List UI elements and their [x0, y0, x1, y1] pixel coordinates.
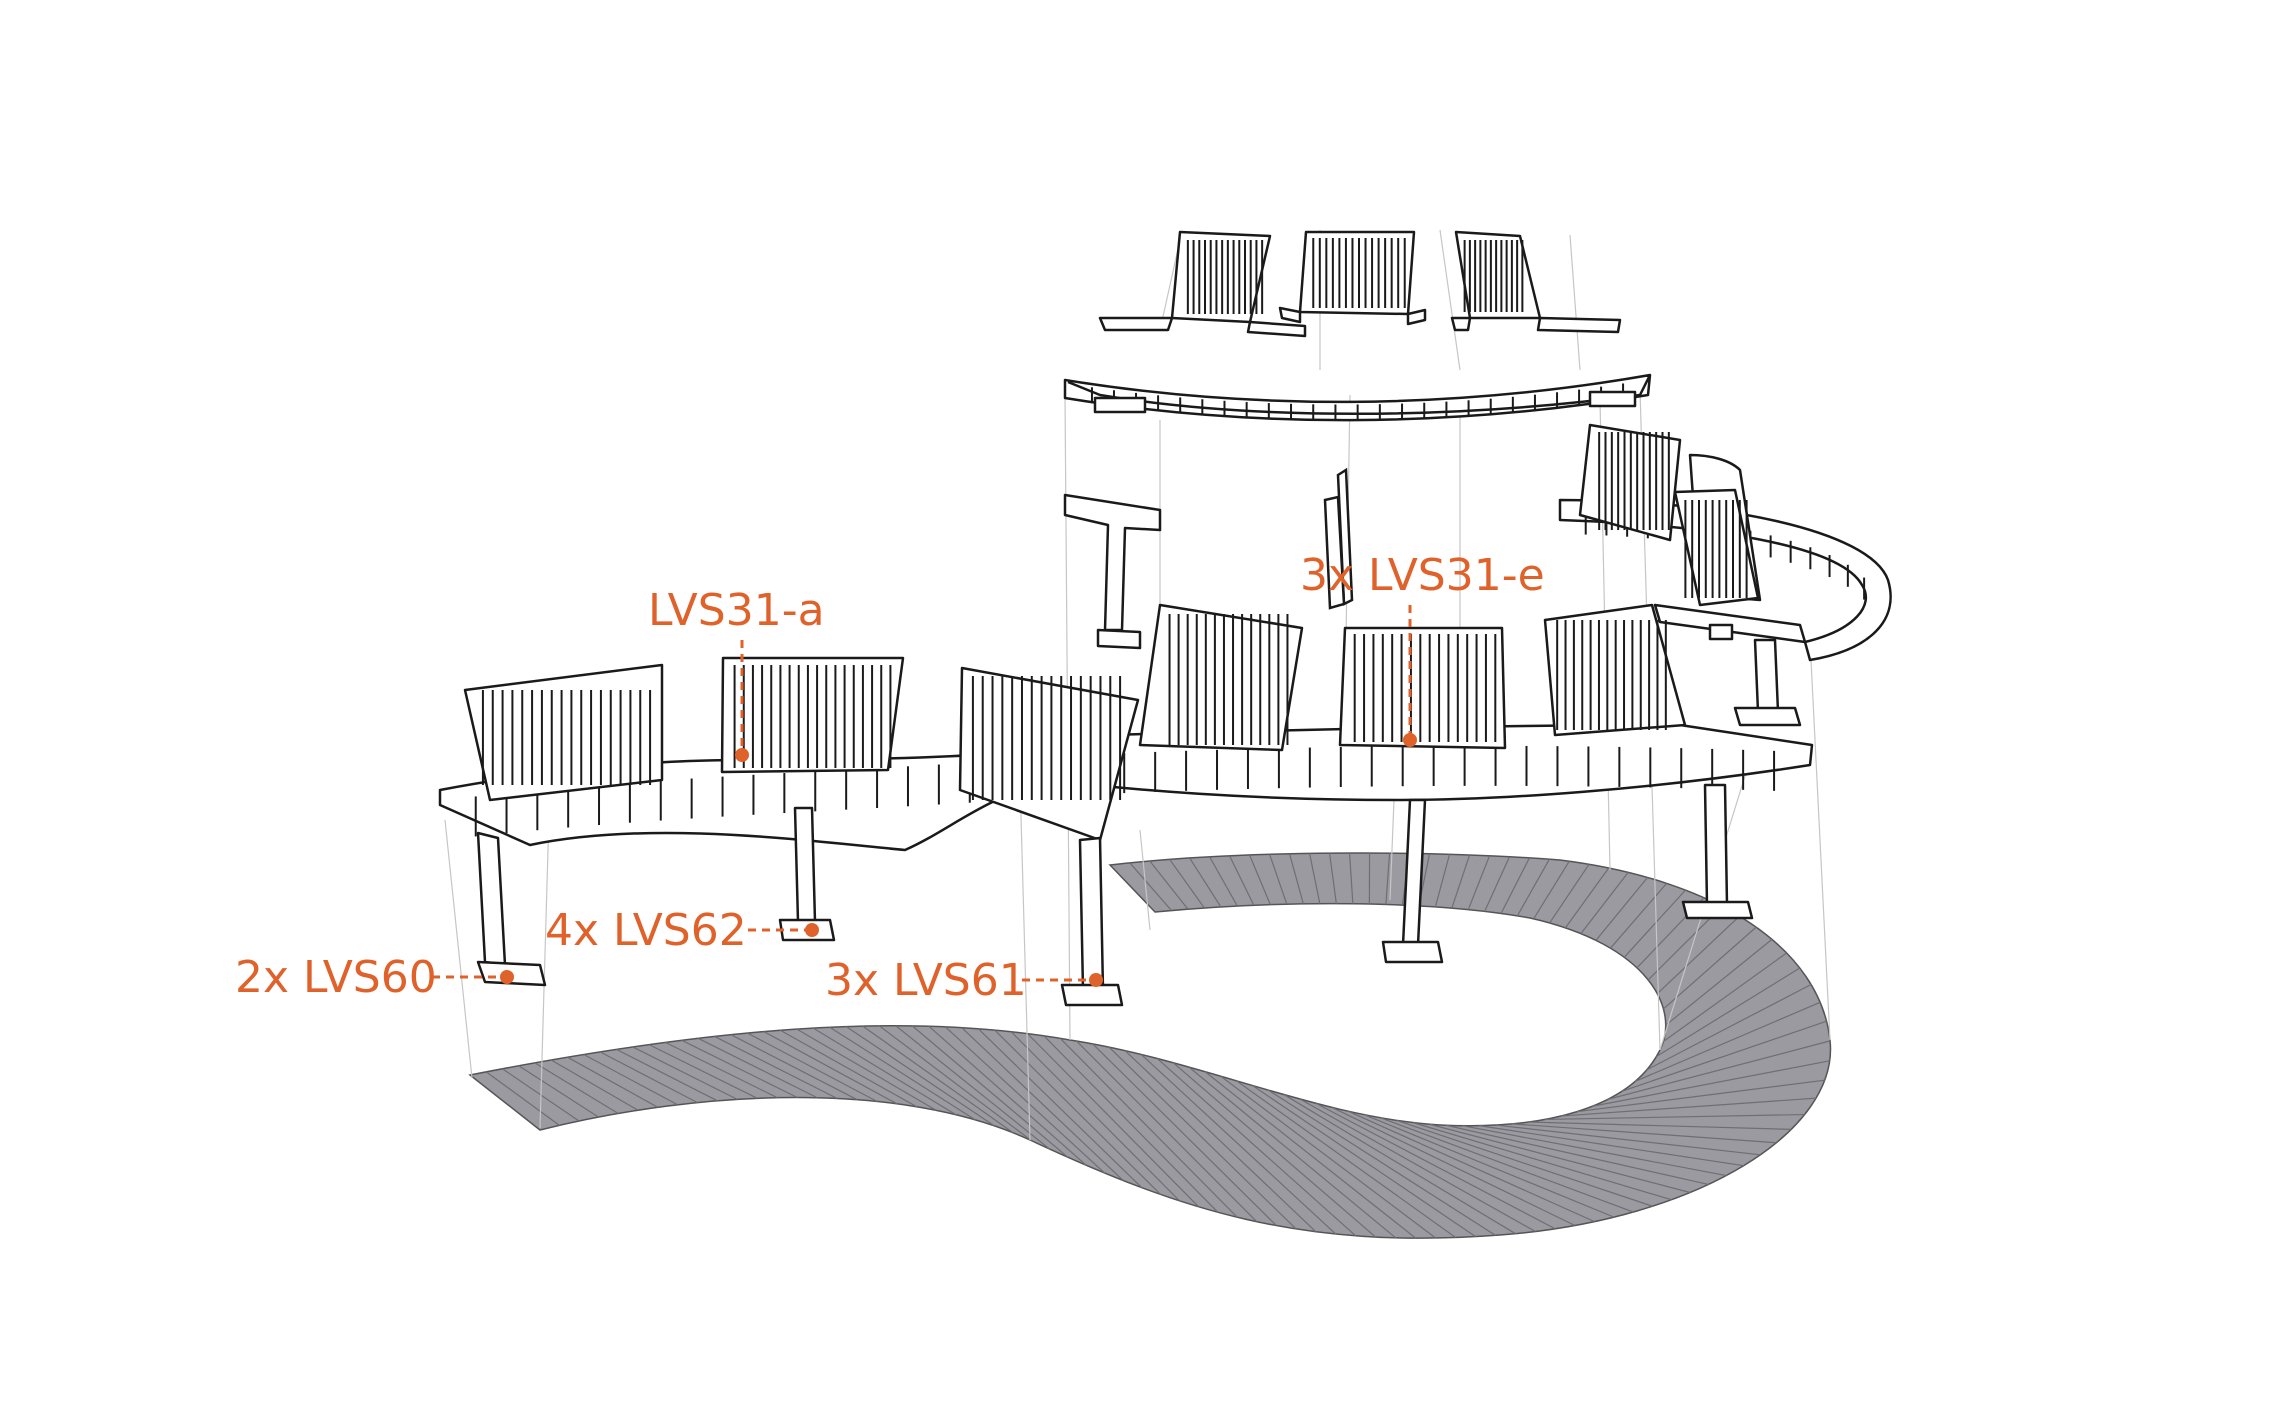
exploded-pedestal-t — [1065, 495, 1160, 648]
main-backrest-2 — [722, 658, 903, 772]
main-backrest-4 — [1140, 605, 1302, 750]
callout-lvs61: 3x LVS61 — [825, 955, 1027, 1006]
callout-lvs60: 2x LVS60 — [235, 952, 437, 1003]
leg-lvs60 — [478, 833, 545, 985]
callout-lvs61-dot — [1089, 973, 1103, 987]
main-backrest-5 — [1340, 628, 1505, 748]
main-backrest-6 — [1545, 605, 1685, 735]
callout-lvs62: 4x LVS62 — [545, 905, 747, 956]
exploded-backrest-left — [1100, 232, 1305, 336]
main-backrest-1 — [465, 665, 662, 800]
exploded-upper-seat — [1065, 375, 1650, 421]
callout-lvs31e-dot — [1403, 733, 1417, 747]
callout-lvs31a-dot — [735, 748, 749, 762]
callout-lvs31a: LVS31-a — [648, 585, 825, 636]
callout-lvs62-dot — [805, 923, 819, 937]
callout-lvs60-dot — [500, 970, 514, 984]
main-backrest-3 — [960, 668, 1138, 840]
exploded-backrests — [1100, 232, 1620, 336]
callout-lvs31e: 3x LVS31-e — [1300, 550, 1545, 601]
exploded-backrest-right — [1452, 232, 1620, 332]
exploded-backrest-center — [1280, 232, 1425, 324]
